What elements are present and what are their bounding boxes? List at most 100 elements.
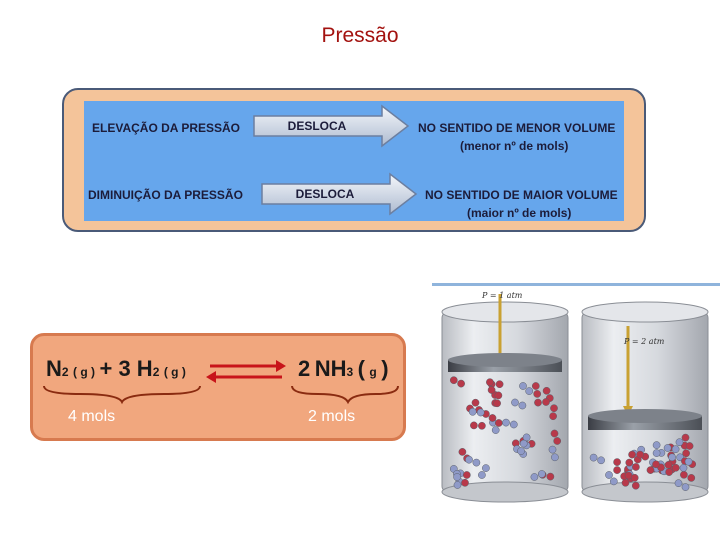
shift-arrow-1: DESLOCA [252,104,412,148]
gas-molecule-atom [652,449,661,457]
brace-icons [43,385,399,405]
reaction-panel [30,333,406,441]
reactants-mols: 4 mols [68,408,116,425]
gas-molecule-atom [549,412,557,421]
gas-molecule-atom [530,473,539,481]
right-gas-molecules [589,433,697,491]
gas-molecule-atom [551,453,559,462]
state-gas-3: g [369,365,377,379]
gas-molecule-atom [675,438,684,447]
gas-molecule-atom [493,399,501,408]
result-larger-volume: NO SENTIDO DE MAIOR VOLUME [425,188,618,202]
hydrogen-term: + 3 H [99,356,153,381]
gas-molecule-atom [517,447,525,455]
gas-molecule-atom [681,433,690,442]
gas-molecule-atom [519,439,528,448]
gas-molecule-atom [687,474,696,482]
gas-molecule-atom [491,426,500,434]
left-gas-molecules [449,376,562,489]
ammonia-coefficient: 2 [298,356,311,381]
gas-molecule-atom [652,441,661,449]
gas-molecule-atom [488,414,497,422]
gas-molecule-atom [542,386,551,395]
gas-molecule-atom [511,398,519,407]
left-pressure-label: P = 1 atm [482,291,523,300]
gas-molecule-atom [679,464,688,472]
gas-molecule-atom [589,453,598,462]
gas-molecule-atom [605,471,613,479]
hydrogen-subscript: 2 [152,365,160,379]
figure-top-rule [432,283,720,286]
gas-molecule-atom [674,479,683,488]
gas-molecule-atom [494,419,503,427]
gas-molecule-atom [550,404,558,413]
gas-molecule-atom [495,380,504,389]
gas-molecule-atom [663,444,672,452]
gas-molecule-atom [525,387,534,395]
result-smaller-mols: (menor nº de mols) [460,139,569,153]
gas-molecule-atom [631,481,640,490]
gas-molecule-atom [478,421,486,430]
gas-molecule-atom [453,473,461,481]
gas-molecule-atom [652,460,660,469]
gas-molecule-atom [625,458,634,467]
gas-molecule-atom [465,455,473,464]
gas-molecule-atom [462,471,471,479]
shift-arrow-2: DESLOCA [260,172,420,216]
gas-molecule-atom [509,420,518,429]
gas-molecule-atom [470,421,478,430]
gas-molecule-atom [685,442,694,450]
gas-molecule-atom [632,463,640,471]
gas-molecule-atom [482,464,490,472]
gas-molecule-atom [546,472,555,481]
gas-molecule-atom [453,481,462,489]
state-gas-1: ( g ) [73,365,96,379]
gas-molecule-atom [478,471,486,479]
gas-molecule-atom [550,429,559,438]
gas-molecule-atom [613,466,621,474]
gas-molecule-atom [449,376,458,385]
state-gas-2: ( g ) [163,365,186,379]
gas-molecule-atom [668,453,676,462]
gas-molecule-atom [519,382,527,390]
gas-molecule-atom [597,456,605,465]
gas-molecule-atom [461,478,469,487]
gas-molecule-atom [518,401,527,410]
ammonia-symbol: NH [314,356,347,381]
gas-molecule-atom [487,386,496,394]
gas-molecule-atom [531,382,540,390]
gas-molecule-atom [671,445,680,454]
gas-molecule-atom [471,398,480,407]
gas-molecule-atom [613,458,621,466]
gas-molecule-atom [636,450,644,459]
gas-molecule-atom [457,379,465,388]
gas-molecule-atom [609,477,618,486]
result-larger-mols: (maior nº de mols) [467,206,572,220]
page-title: Pressão [321,24,399,47]
gas-molecule-atom [533,390,542,398]
state-close-paren: ) [381,356,389,381]
gas-molecule-atom [671,463,680,472]
state-open-paren: ( [357,356,365,381]
gas-molecule-atom [630,473,639,482]
gas-molecule-atom [628,450,636,459]
gas-molecule-atom [542,398,550,406]
products-formula: 2 NH3 ( g ) [298,356,389,382]
gas-cylinders-illustration [441,294,709,503]
gas-molecule-atom [522,433,531,442]
gas-molecule-atom [476,408,485,417]
arrow-shape [253,104,410,148]
condition-increase-pressure: ELEVAÇÃO DA PRESSÃO [92,121,241,135]
gas-molecule-atom [680,470,688,479]
right-pressure-label: P = 2 atm [624,337,665,346]
gas-molecule-atom [494,391,503,400]
gas-molecule-atom [486,378,494,387]
reactants-formula: N2 ( g ) + 3 H2 ( g ) [46,356,186,382]
equilibrium-arrows-icon [206,360,286,383]
gas-molecule-atom [553,437,562,445]
products-mols: 2 mols [308,408,356,425]
result-smaller-volume: NO SENTIDO DE MENOR VOLUME [418,121,616,135]
nitrogen-symbol: N [46,356,62,381]
gas-molecule-atom [681,483,690,491]
gas-molecule-atom [458,448,467,456]
